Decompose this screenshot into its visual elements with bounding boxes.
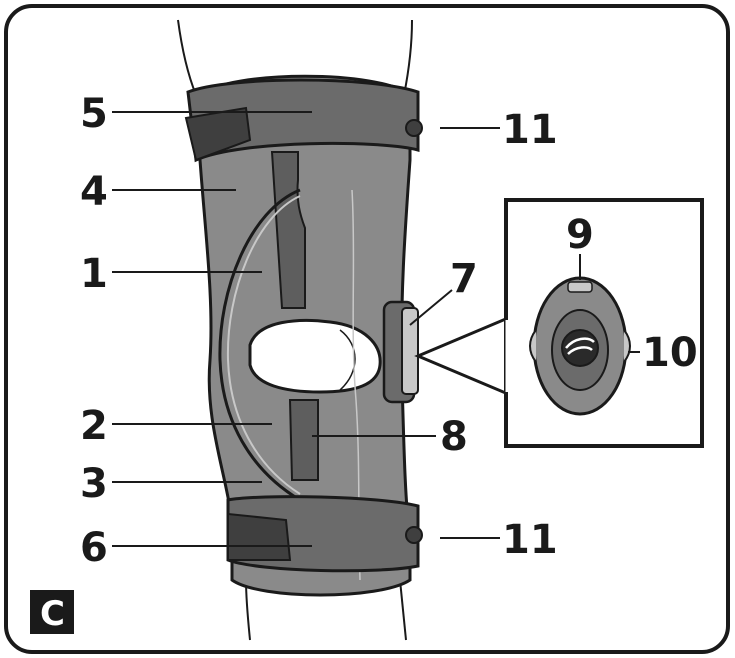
callout-2: 2 — [80, 403, 108, 449]
callout-1: 1 — [80, 251, 108, 297]
bottom-strap-button — [405, 526, 423, 544]
callout-11-top: 11 — [502, 107, 558, 153]
dial-lock — [567, 281, 593, 293]
callout-8: 8 — [440, 414, 468, 460]
callout-5: 5 — [80, 91, 108, 137]
hinge-plate — [401, 307, 419, 395]
callout-11-bottom: 11 — [502, 517, 558, 563]
panel-label: C — [30, 590, 74, 634]
hinge-dial-inset — [414, 198, 704, 448]
top-strap-button — [405, 119, 423, 137]
callouts: 5 4 1 2 3 6 11 11 7 8 9 10 — [80, 91, 698, 571]
callout-10: 10 — [642, 330, 698, 376]
patella-opening — [248, 318, 382, 394]
callout-3: 3 — [80, 461, 108, 507]
panel-label-text: C — [40, 594, 65, 634]
leader-lines — [112, 111, 640, 547]
callout-6: 6 — [80, 525, 108, 571]
bottom-strap-tab — [227, 512, 292, 561]
knee-brace — [184, 74, 423, 597]
lower-pad — [288, 399, 319, 481]
callout-9: 9 — [566, 212, 594, 258]
callout-4: 4 — [80, 169, 108, 215]
hinge-frame — [218, 188, 301, 502]
callout-7: 7 — [450, 256, 478, 302]
